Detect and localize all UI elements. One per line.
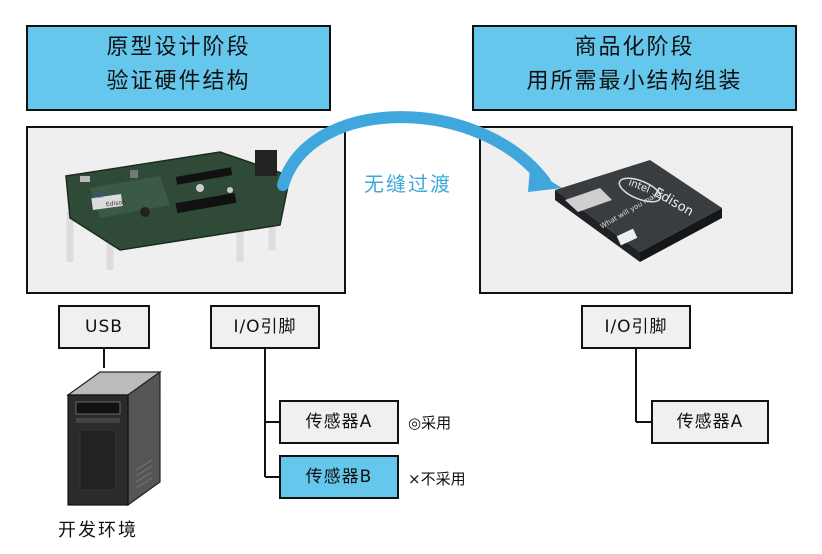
left-header-line1: 原型设计阶段 (106, 35, 251, 60)
sensor-a-box-left: 传感器A (279, 400, 399, 444)
sensor-a-box-right: 传感器A (651, 400, 769, 444)
sensor-b-box: 传感器B (279, 455, 399, 499)
io-pins-box-left: I/O引脚 (210, 305, 320, 349)
sensor-b-label: 传感器B (305, 467, 373, 487)
right-header: 商品化阶段 用所需最小结构组装 (472, 25, 797, 111)
adopt-note: ◎采用 (408, 414, 452, 432)
computer-tower-icon (66, 370, 162, 507)
not-adopt-note: ×不采用 (408, 470, 466, 488)
left-header-line2: 验证硬件结构 (106, 69, 251, 94)
dev-environment-label: 开发环境 (58, 520, 138, 541)
right-header-line2: 用所需最小结构组装 (526, 69, 743, 94)
usb-label: USB (85, 317, 123, 337)
breakout-board-image (65, 150, 291, 270)
right-header-line1: 商品化阶段 (574, 35, 695, 60)
transition-arrow (277, 111, 551, 191)
transition-arrowhead (528, 168, 562, 192)
io-pins-label-left: I/O引脚 (233, 317, 297, 337)
transition-label: 无缝过渡 (364, 172, 452, 196)
edison-module-image (555, 160, 722, 262)
sensor-a-label-left: 传感器A (305, 412, 373, 432)
io-pins-label-right: I/O引脚 (604, 317, 668, 337)
usb-label-box: USB (58, 305, 150, 349)
left-header: 原型设计阶段 验证硬件结构 (26, 25, 331, 111)
sensor-a-label-right: 传感器A (676, 412, 744, 432)
io-pins-box-right: I/O引脚 (581, 305, 691, 349)
